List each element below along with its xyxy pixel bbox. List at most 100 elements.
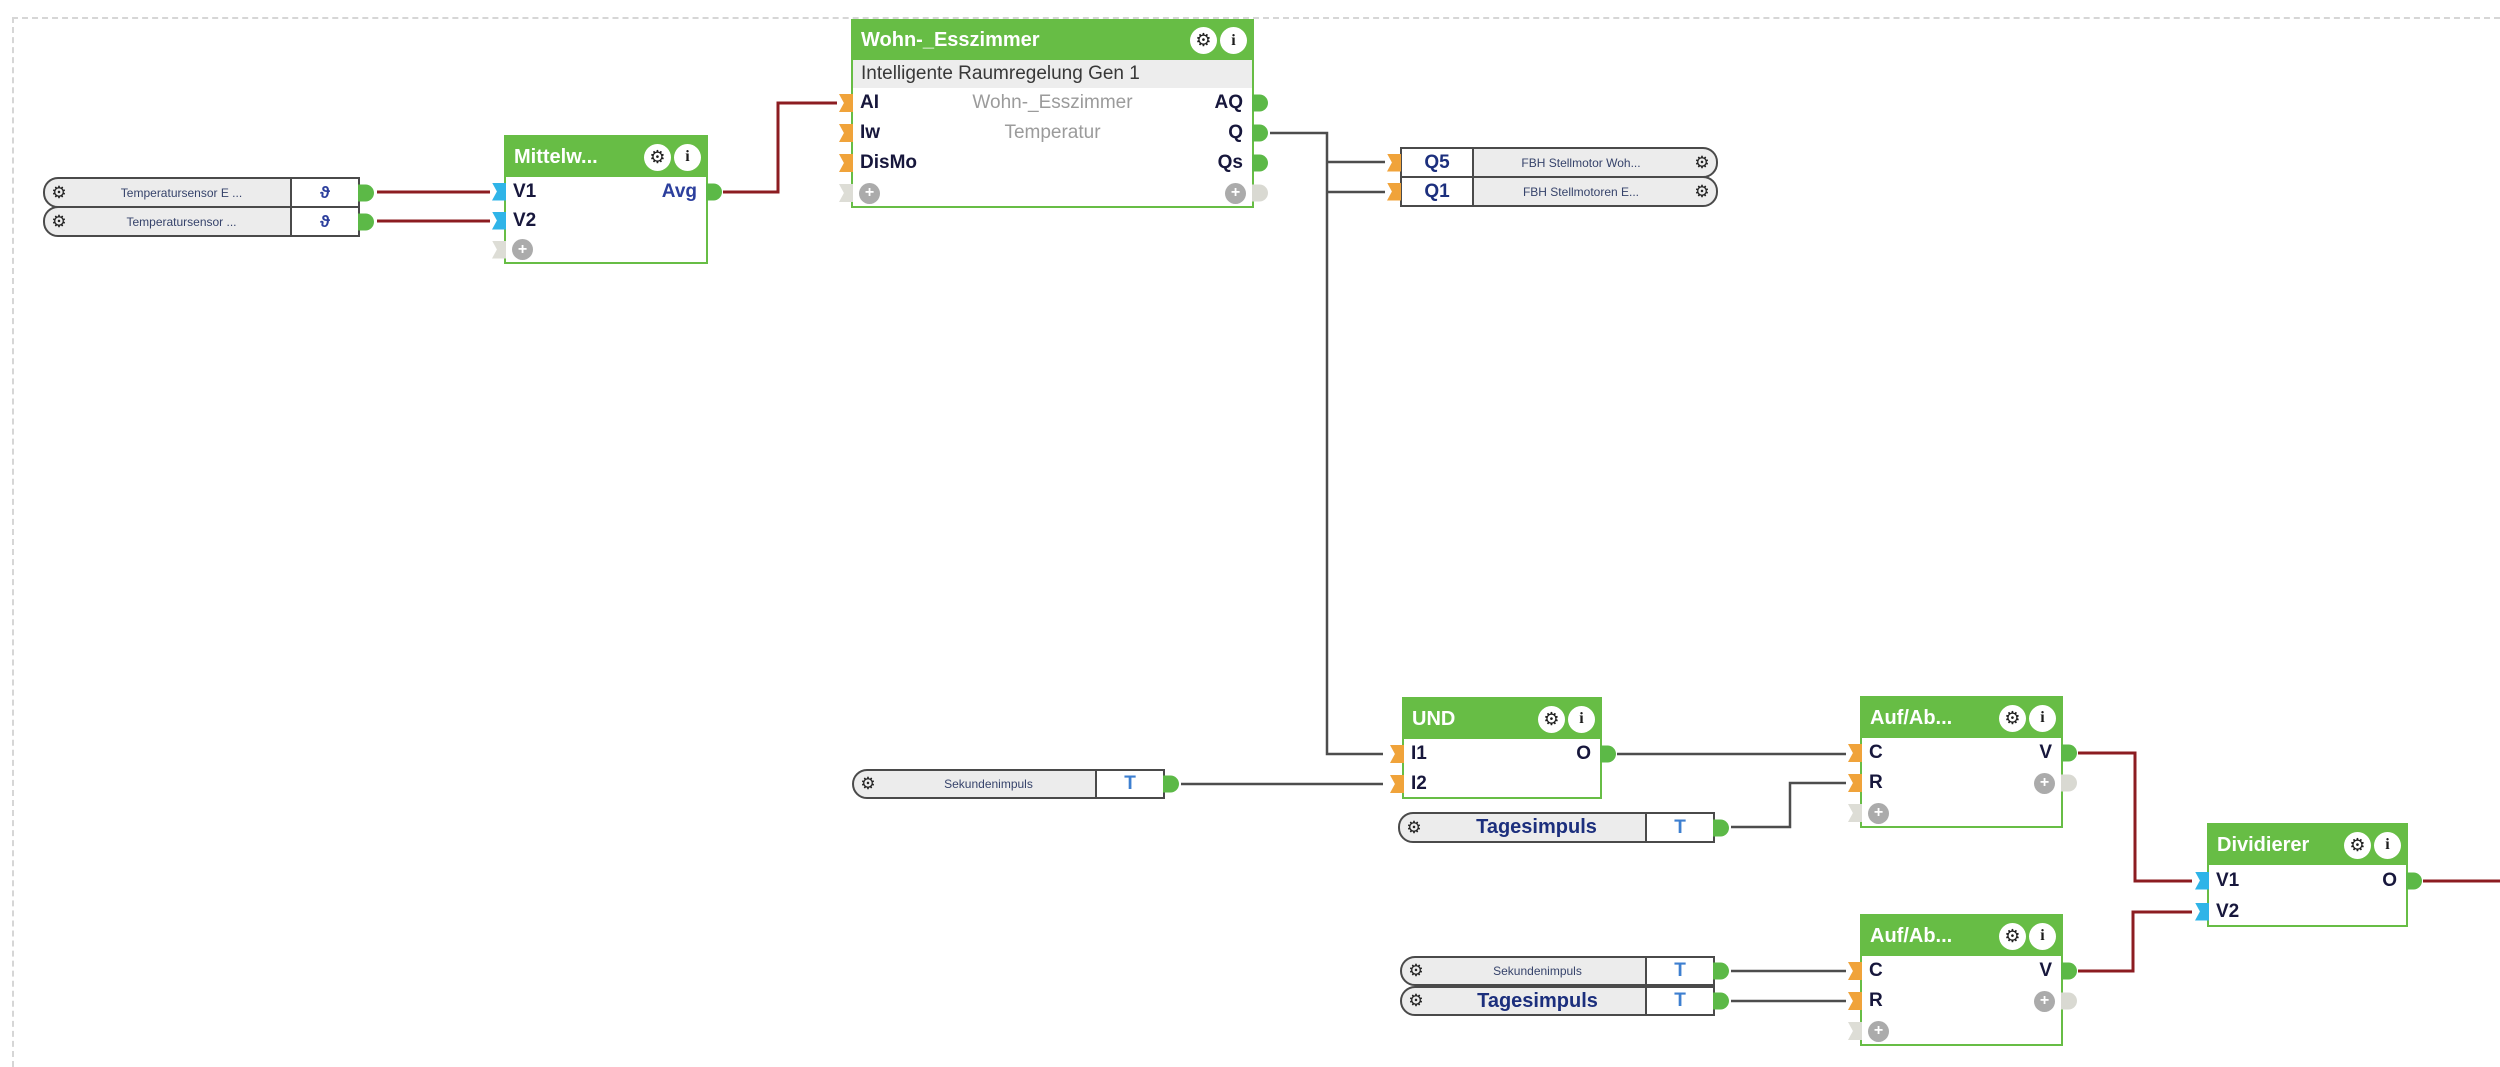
output-nub-aq[interactable]	[1252, 94, 1268, 112]
block-raumregelung[interactable]: Wohn-_Esszimmer ⚙ i Intelligente Raumreg…	[839, 19, 1268, 208]
actuator-q1[interactable]: Q1 FBH Stellmotoren E... ⚙	[1387, 176, 1718, 207]
sensor-value-cell: T	[1645, 958, 1713, 984]
output-nub-q[interactable]	[1252, 124, 1268, 142]
input-label: I2	[1411, 773, 1427, 794]
gear-icon[interactable]: ⚙	[1190, 27, 1217, 54]
output-label: O	[2382, 869, 2397, 891]
input-label: C	[1869, 742, 1883, 763]
sensor-tagesimpuls-upper[interactable]: ⚙ Tagesimpuls T	[1398, 812, 1729, 843]
block-aufab-2[interactable]: Auf/Ab... ⚙ i C V R + +	[1848, 914, 2077, 1046]
gear-icon[interactable]: ⚙	[860, 774, 876, 793]
add-input-button[interactable]: +	[1868, 1020, 1889, 1042]
input-tab-v1[interactable]	[492, 182, 506, 201]
input-tab-iw[interactable]	[839, 124, 853, 142]
input-tab-v2[interactable]	[492, 211, 506, 230]
output-nub-o[interactable]	[2406, 872, 2422, 889]
input-tab-c[interactable]	[1848, 744, 1862, 762]
output-nub-v[interactable]	[2061, 744, 2077, 762]
block-header: UND ⚙ i	[1404, 699, 1600, 739]
gear-icon[interactable]: ⚙	[1538, 705, 1565, 733]
input-tab-c[interactable]	[1848, 962, 1862, 980]
gear-icon[interactable]: ⚙	[1408, 991, 1424, 1010]
add-output-button[interactable]: +	[1225, 182, 1246, 204]
port-row: V2	[492, 206, 706, 235]
info-icon[interactable]: i	[1568, 705, 1595, 733]
sensor-value-cell: ϑ	[290, 179, 358, 206]
add-input-button[interactable]: +	[512, 239, 533, 260]
output-nub-avg[interactable]	[706, 183, 722, 200]
sensor-label: Sekundenimpuls	[944, 777, 1033, 791]
sensor-temperatursensor-2[interactable]: ⚙ Temperatursensor ... ϑ	[43, 206, 374, 237]
port-row: C V	[1848, 738, 2077, 768]
gear-icon[interactable]: ⚙	[51, 182, 67, 202]
gear-icon[interactable]: ⚙	[1694, 181, 1710, 201]
gear-icon[interactable]: ⚙	[644, 143, 671, 171]
gear-icon[interactable]: ⚙	[51, 211, 67, 231]
add-output-nub	[1252, 184, 1268, 202]
add-output-button[interactable]: +	[2034, 772, 2055, 794]
add-input-row: +	[1848, 798, 2061, 828]
output-nub[interactable]	[358, 184, 374, 201]
gear-icon[interactable]: ⚙	[1406, 817, 1422, 837]
info-icon[interactable]: i	[1220, 27, 1247, 54]
port-row: V2	[2195, 896, 2406, 927]
info-icon[interactable]: i	[2029, 704, 2056, 732]
input-label: V1	[2216, 869, 2240, 891]
add-input-tab	[1848, 804, 1862, 822]
actuator-q5[interactable]: Q5 FBH Stellmotor Woh... ⚙	[1387, 147, 1718, 178]
input-tab-i2[interactable]	[1390, 775, 1404, 793]
output-nub-qs[interactable]	[1252, 154, 1268, 172]
timer-symbol: T	[1674, 960, 1686, 981]
input-label: V2	[2216, 900, 2240, 922]
add-input-tab	[492, 240, 506, 259]
add-input-button[interactable]: +	[1868, 802, 1889, 824]
sensor-temperatursensor-1[interactable]: ⚙ Temperatursensor E ... ϑ	[43, 177, 374, 208]
input-tab-v1[interactable]	[2195, 871, 2209, 890]
output-nub[interactable]	[1713, 962, 1729, 980]
input-tab[interactable]	[1387, 153, 1401, 172]
port-row: C V	[1848, 956, 2077, 986]
add-output-button[interactable]: +	[2034, 990, 2055, 1012]
sensor-tagesimpuls-lower[interactable]: ⚙ Tagesimpuls T	[1400, 986, 1729, 1016]
block-title: UND	[1412, 707, 1456, 730]
input-label: R	[1869, 990, 1883, 1011]
gear-icon[interactable]: ⚙	[1694, 152, 1710, 172]
gear-icon[interactable]: ⚙	[2344, 831, 2371, 859]
output-nub-o[interactable]	[1600, 745, 1616, 763]
timer-symbol: T	[1674, 816, 1686, 838]
sensor-sekundenimpuls-upper[interactable]: ⚙ Sekundenimpuls T	[852, 769, 1179, 799]
sensor-label: Tagesimpuls	[1476, 816, 1597, 838]
output-nub-v[interactable]	[2061, 962, 2077, 980]
info-icon[interactable]: i	[674, 143, 701, 171]
input-label: R	[1869, 772, 1883, 793]
info-icon[interactable]: i	[2374, 831, 2401, 859]
block-subtitle: Intelligente Raumregelung Gen 1	[853, 60, 1252, 88]
gear-icon[interactable]: ⚙	[1999, 704, 2026, 732]
input-tab-r[interactable]	[1848, 992, 1862, 1010]
add-input-row: +	[1848, 1016, 2061, 1046]
add-input-button[interactable]: +	[859, 182, 880, 204]
block-header: Dividierer ⚙ i	[2209, 825, 2406, 865]
input-tab[interactable]	[1387, 182, 1401, 201]
block-und[interactable]: UND ⚙ i I1 O I2	[1390, 697, 1616, 799]
output-nub[interactable]	[1163, 775, 1179, 793]
sensor-label: Temperatursensor ...	[126, 214, 237, 229]
input-tab-r[interactable]	[1848, 774, 1862, 792]
port-row: I1 O	[1390, 739, 1616, 769]
input-tab-i1[interactable]	[1390, 745, 1404, 763]
info-icon[interactable]: i	[2029, 922, 2056, 950]
output-nub[interactable]	[358, 213, 374, 230]
block-mittelwert[interactable]: Mittelw... ⚙ i V1 Avg V2 +	[492, 135, 722, 264]
block-aufab-1[interactable]: Auf/Ab... ⚙ i C V R + +	[1848, 696, 2077, 828]
sensor-value-cell: T	[1095, 771, 1163, 797]
gear-icon[interactable]: ⚙	[1408, 961, 1424, 980]
output-nub[interactable]	[1713, 992, 1729, 1010]
input-tab-ai[interactable]	[839, 94, 853, 112]
input-tab-dismo[interactable]	[839, 154, 853, 172]
block-dividierer[interactable]: Dividierer ⚙ i V1 O V2	[2195, 823, 2422, 927]
output-nub[interactable]	[1713, 819, 1729, 836]
gear-icon[interactable]: ⚙	[1999, 922, 2026, 950]
sensor-sekundenimpuls-lower[interactable]: ⚙ Sekundenimpuls T	[1400, 956, 1729, 986]
input-tab-v2[interactable]	[2195, 902, 2209, 921]
